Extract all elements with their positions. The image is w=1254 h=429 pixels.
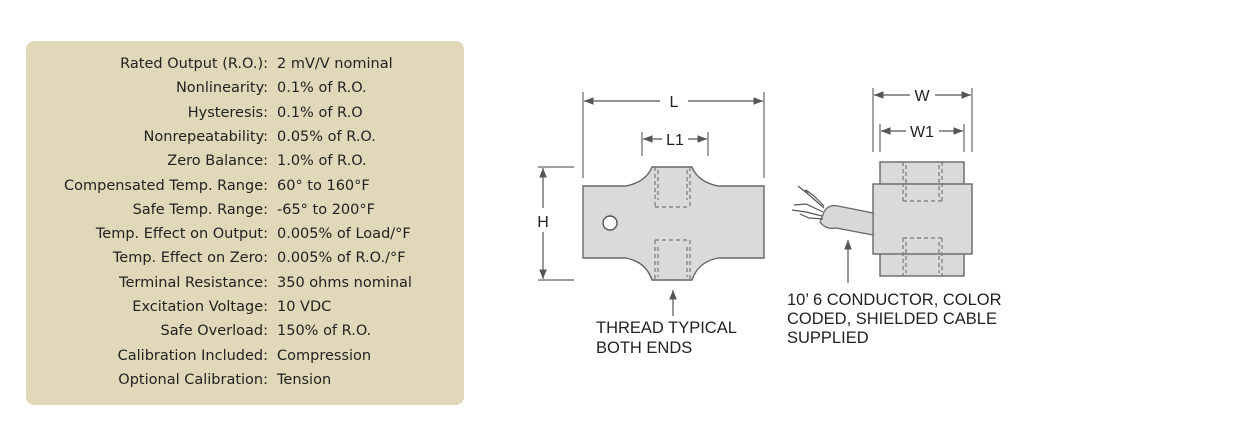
spec-label: Terminal Resistance: — [119, 274, 268, 291]
dimension-label-L1: L1 — [666, 132, 684, 149]
load-cell-side-view — [582, 166, 765, 281]
spec-row: Terminal Resistance: 350 ohms nominal — [26, 271, 464, 295]
spec-row: Optional Calibration: Tension — [26, 368, 464, 392]
cable-note: 10’ 6 CONDUCTOR, COLOR CODED, SHIELDED C… — [787, 240, 1002, 347]
spec-label: Temp. Effect on Output: — [95, 226, 268, 243]
spec-label: Calibration Included: — [117, 347, 268, 364]
spec-row: Nonlinearity: 0.1% of R.O. — [26, 76, 464, 100]
spec-value: 0.005% of Load/°F — [277, 226, 411, 243]
dimension-label-W1: W1 — [910, 124, 934, 141]
spec-label: Zero Balance: — [167, 153, 268, 170]
spec-row: Hysteresis: 0.1% of R.O — [26, 101, 464, 125]
spec-row: Calibration Included: Compression — [26, 344, 464, 368]
cable-note-line-2: CODED, SHIELDED CABLE — [787, 310, 997, 328]
spec-value: 0.005% of R.O./°F — [277, 250, 406, 267]
spec-row: Safe Overload: 150% of R.O. — [26, 319, 464, 343]
spec-row: Zero Balance: 1.0% of R.O. — [26, 149, 464, 173]
spec-row: Temp. Effect on Zero: 0.005% of R.O./°F — [26, 246, 464, 270]
spec-row: Nonrepeatability: 0.05% of R.O. — [26, 125, 464, 149]
end-view-hidden-lines — [902, 162, 943, 276]
load-cell-end-view — [872, 161, 973, 277]
spec-value: -65° to 200°F — [277, 201, 375, 218]
dimension-L1: L1 — [641, 132, 709, 156]
dimension-label-H: H — [537, 214, 549, 231]
spec-label: Safe Temp. Range: — [132, 201, 268, 218]
load-cell-dimension-drawing: L L1 H THREAD TYPICAL BOTH ENDS — [537, 88, 1002, 357]
spec-value: Tension — [277, 371, 332, 388]
mounting-hole — [602, 215, 618, 231]
dimension-label-W: W — [914, 88, 930, 105]
spec-label: Nonrepeatability: — [143, 128, 268, 145]
spec-row: Excitation Voltage: 10 VDC — [26, 295, 464, 319]
spec-value: 2 mV/V nominal — [277, 56, 393, 72]
spec-value: 150% of R.O. — [277, 323, 372, 340]
specifications-panel: Rated Output (R.O.): 2 mV/V nominal Nonl… — [26, 41, 464, 405]
spec-value: 0.1% of R.O. — [277, 80, 367, 97]
spec-label: Optional Calibration: — [118, 371, 268, 388]
spec-value: Compression — [277, 347, 372, 364]
spec-value: 350 ohms nominal — [277, 274, 412, 291]
spec-label: Safe Overload: — [160, 323, 268, 340]
thread-note-line-2: BOTH ENDS — [596, 339, 692, 357]
spec-row: Safe Temp. Range: -65° to 200°F — [26, 198, 464, 222]
spec-label: Rated Output (R.O.): — [120, 56, 268, 72]
lower-thread-hidden-lines — [654, 239, 691, 280]
spec-value: 60° to 160°F — [277, 177, 370, 194]
spec-row: Compensated Temp. Range: 60° to 160°F — [26, 174, 464, 198]
spec-value: 10 VDC — [277, 299, 332, 315]
spec-value: 1.0% of R.O. — [277, 153, 367, 170]
cable-conductors — [791, 185, 825, 220]
spec-label: Compensated Temp. Range: — [64, 177, 268, 194]
cable-note-line-1: 10’ 6 CONDUCTOR, COLOR — [787, 291, 1002, 309]
dimension-L: L — [582, 92, 765, 178]
shielded-cable — [791, 185, 874, 236]
thread-note: THREAD TYPICAL BOTH ENDS — [596, 290, 737, 357]
dimension-H: H — [537, 166, 574, 281]
spec-value: 0.1% of R.O — [277, 104, 363, 121]
upper-thread-hidden-lines — [654, 167, 691, 208]
spec-label: Nonlinearity: — [175, 80, 268, 97]
spec-row: Temp. Effect on Output: 0.005% of Load/°… — [26, 222, 464, 246]
thread-note-line-1: THREAD TYPICAL — [596, 319, 737, 337]
spec-label: Temp. Effect on Zero: — [112, 250, 268, 267]
spec-label: Excitation Voltage: — [132, 299, 268, 315]
spec-label: Hysteresis: — [187, 104, 268, 121]
cable-note-line-3: SUPPLIED — [787, 329, 869, 347]
dimension-W1: W1 — [879, 124, 965, 152]
dimension-W: W — [872, 88, 973, 152]
spec-row: Rated Output (R.O.): 2 mV/V nominal — [26, 52, 464, 76]
dimension-label-L: L — [670, 94, 679, 111]
spec-value: 0.05% of R.O. — [277, 128, 376, 145]
